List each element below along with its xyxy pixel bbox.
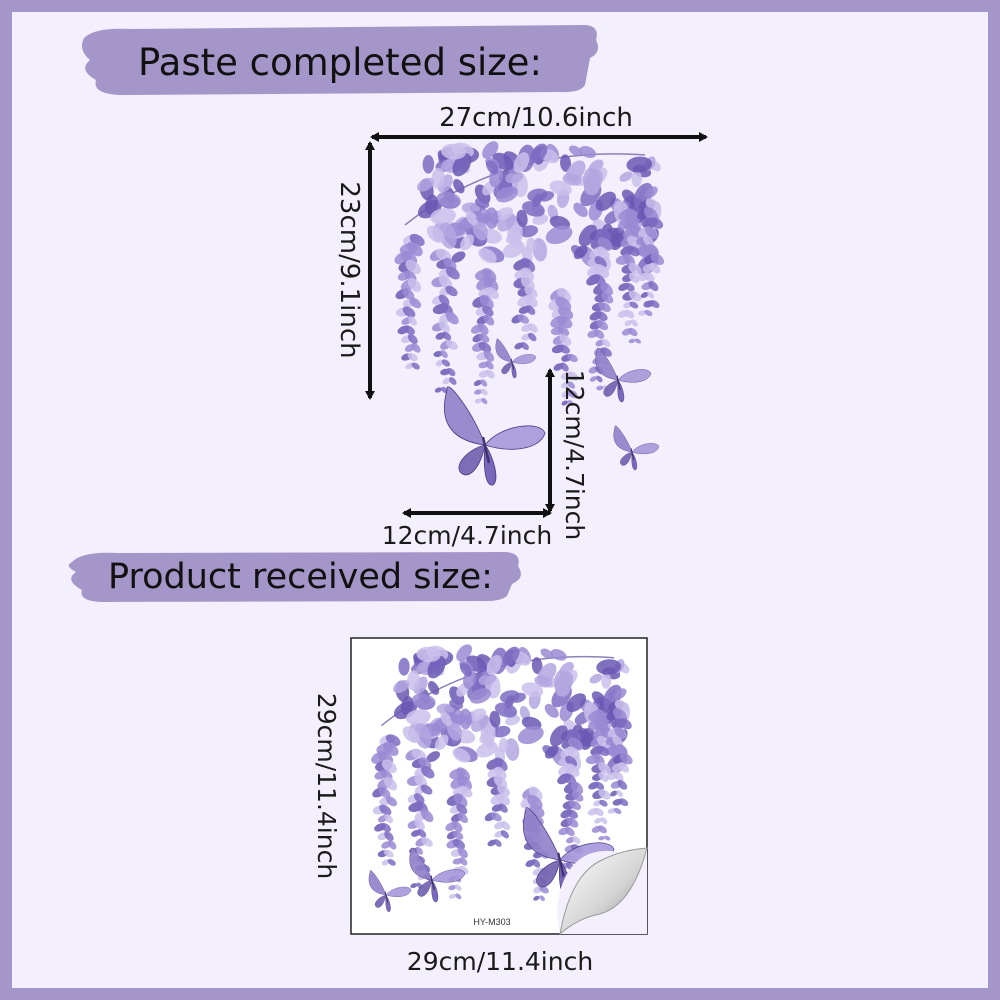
sheet-height-label: 29cm/11.4inch	[312, 693, 341, 879]
butterfly-large	[444, 386, 546, 486]
paste-size-banner: Paste completed size:	[82, 25, 598, 95]
butterfly-height-label: 12cm/4.7inch	[560, 370, 589, 540]
product-sheet: HY-M303	[350, 637, 648, 936]
butterfly-small	[613, 425, 660, 471]
wisteria-width-label: 27cm/10.6inch	[439, 103, 633, 133]
wisteria-illustration	[394, 141, 665, 406]
butterfly-tiny	[495, 338, 537, 379]
wisteria-height-label: 23cm/9.1inch	[334, 181, 364, 358]
received-size-heading: Product received size:	[108, 557, 493, 597]
sheet-width-label: 29cm/11.4inch	[407, 947, 593, 976]
sheet-butterfly-1	[368, 870, 412, 912]
sheet-wisteria-illustration	[371, 644, 633, 902]
sheet-code: HY-M303	[473, 917, 510, 927]
butterfly-width-label: 12cm/4.7inch	[382, 521, 552, 550]
paste-size-heading: Paste completed size:	[138, 41, 542, 84]
sheet-butterfly-2	[409, 847, 466, 903]
received-size-banner: Product received size:	[68, 552, 521, 602]
butterfly-medium	[595, 347, 652, 403]
sheet-butterfly-3	[523, 807, 615, 897]
peeling-corner-icon	[557, 847, 648, 936]
